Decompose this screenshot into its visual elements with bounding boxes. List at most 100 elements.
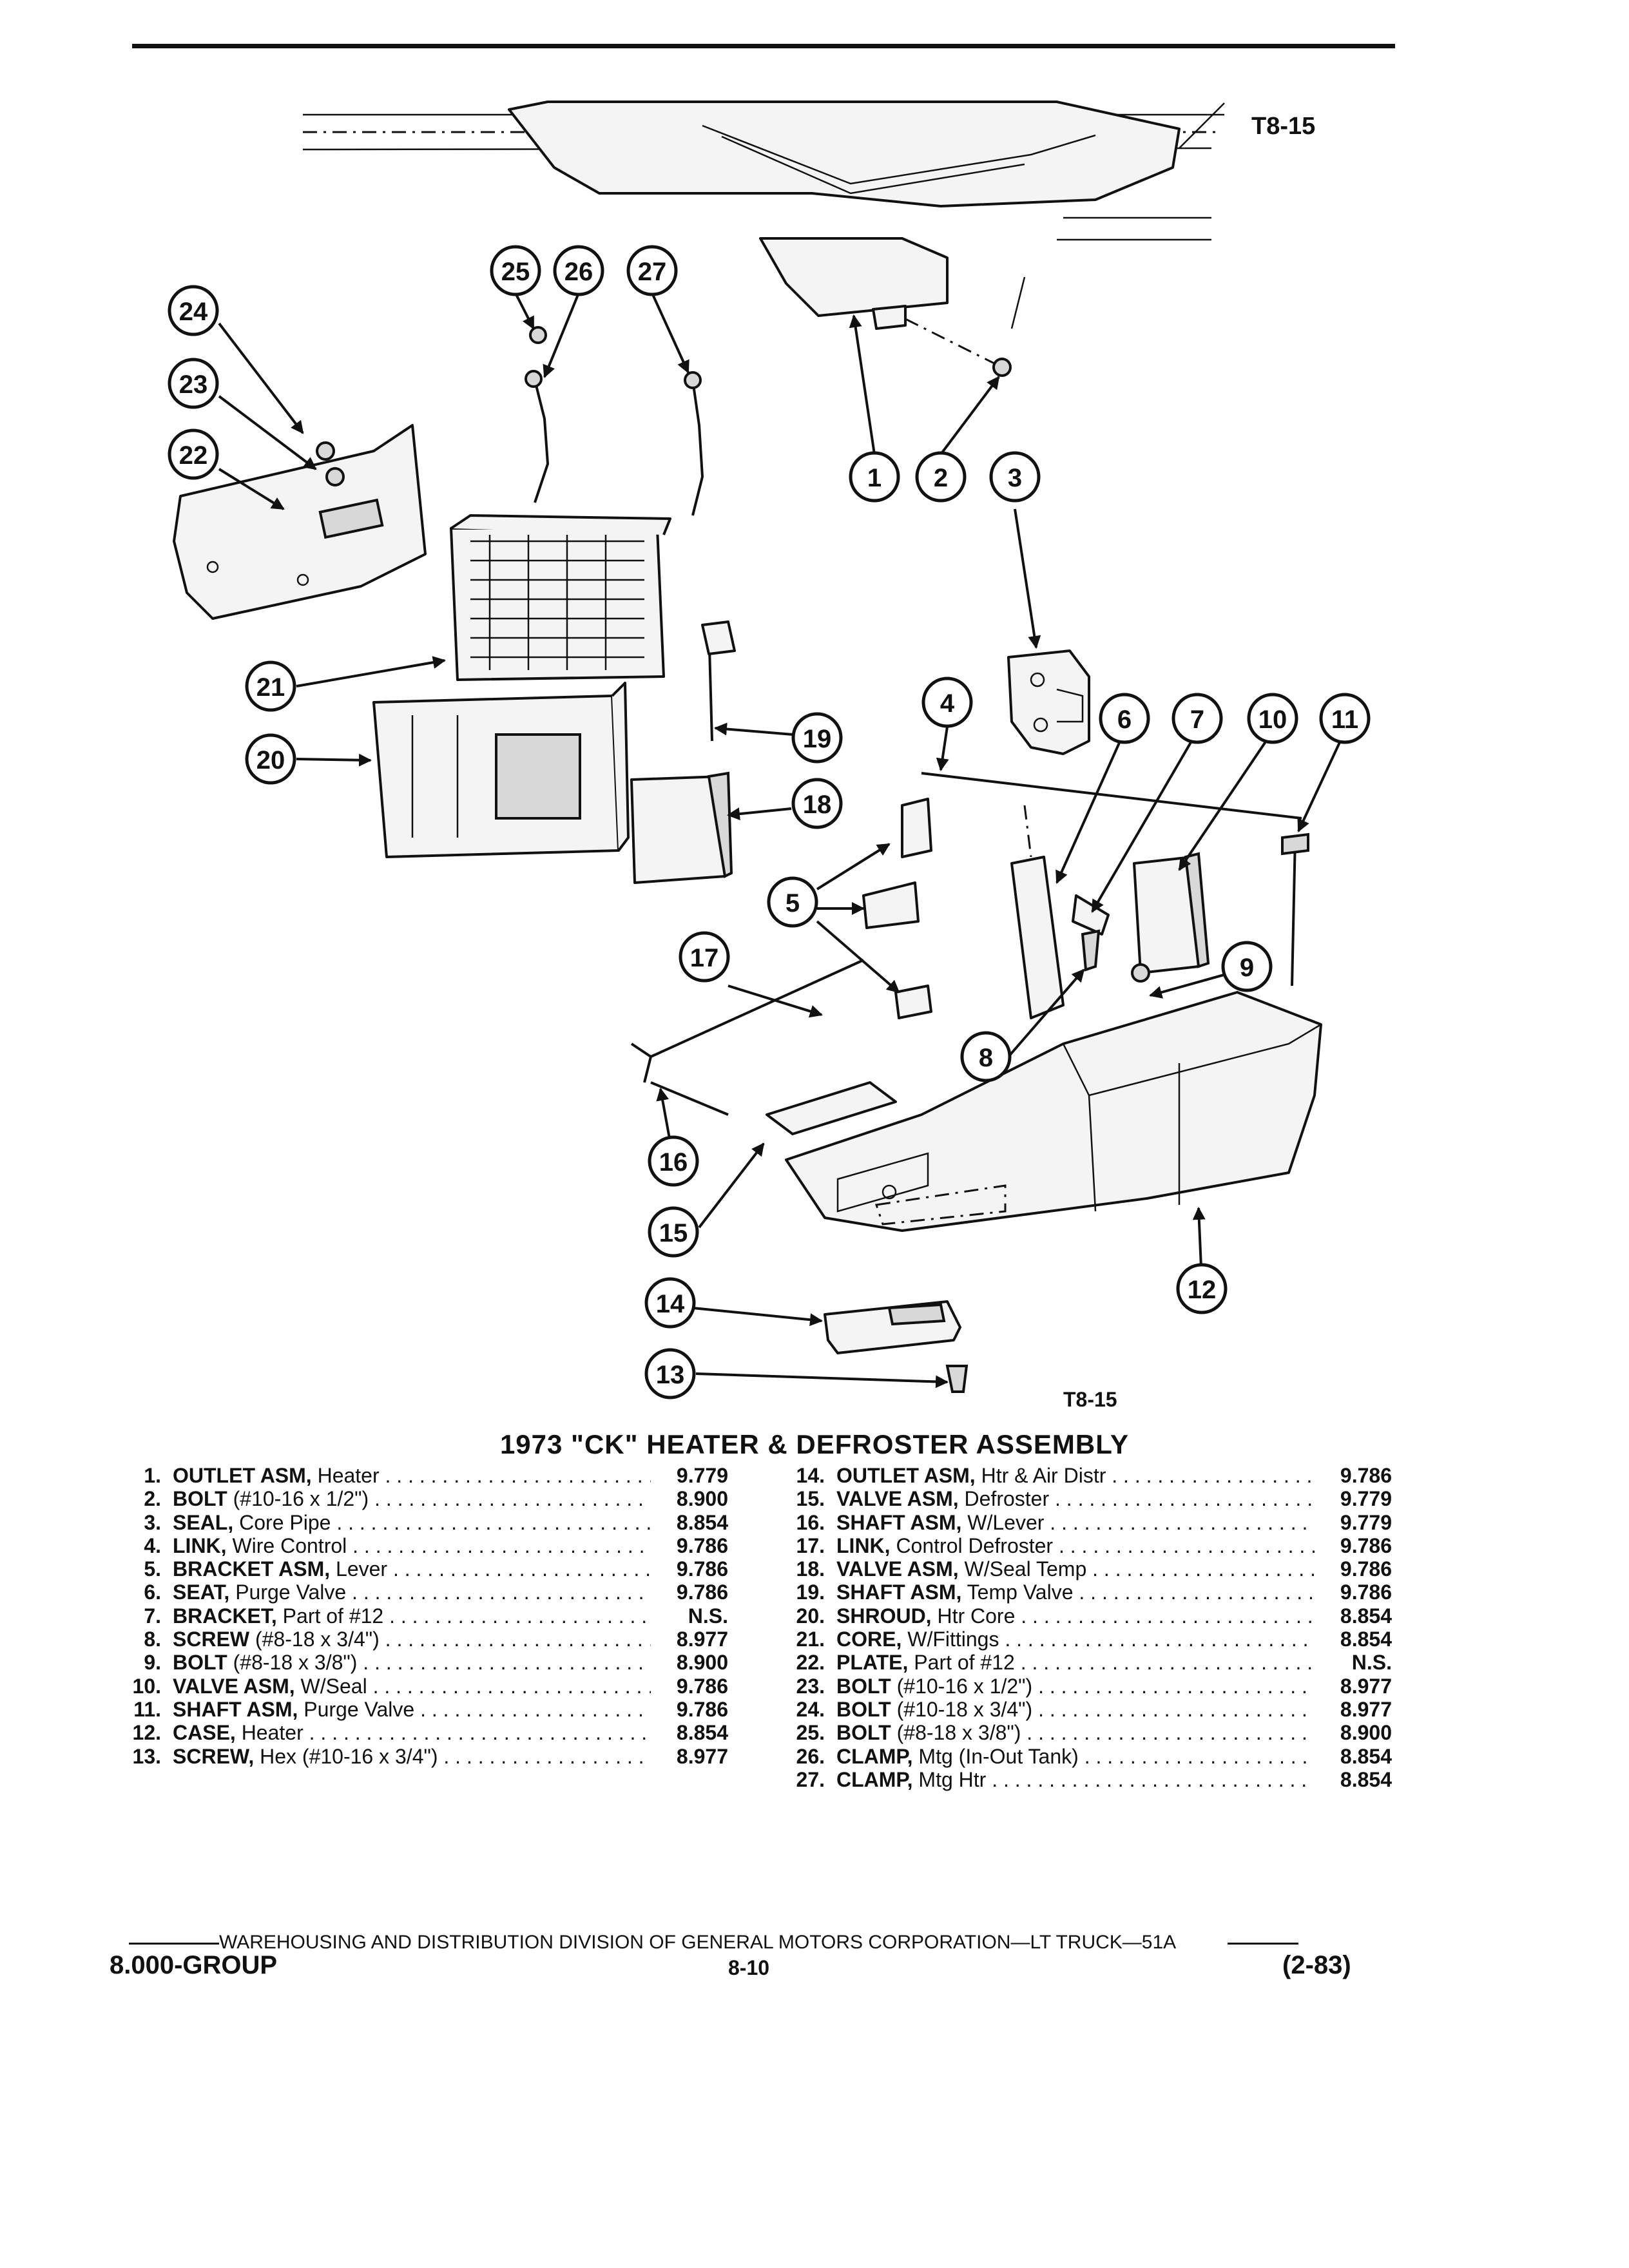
part-name-bold: CLAMP, (836, 1744, 913, 1768)
part-name-bold: CASE, (173, 1721, 236, 1745)
group-code: 8.854 (676, 1721, 728, 1745)
svg-text:8: 8 (979, 1044, 993, 1072)
leader-dots: . . . . . . . . . . . . . . . . . . . . … (420, 1697, 651, 1721)
part-name: BOLT (#8-18 x 3/8") . . . . . . . . . . … (836, 1721, 1315, 1744)
group-code: 9.779 (1340, 1510, 1392, 1534)
part-name-bold: VALVE ASM, (173, 1674, 295, 1698)
part-description: W/Lever (961, 1510, 1045, 1534)
part-number: 16. (796, 1510, 825, 1534)
part-number: 15. (796, 1487, 825, 1511)
footer-date: (2-83) (1282, 1951, 1351, 1979)
part-description: Purge Valve (229, 1581, 347, 1604)
group-code: N.S. (688, 1604, 728, 1628)
callout-23: 23 (168, 358, 219, 409)
part-description: Purge Valve (298, 1697, 415, 1721)
part-name: PLATE, Part of #12 . . . . . . . . . . .… (836, 1651, 1315, 1674)
part-description: Htr & Air Distr (975, 1464, 1106, 1487)
group-code: 8.977 (1340, 1674, 1392, 1698)
parts-list-row: 13.SCREW, Hex (#10-16 x 3/4") . . . . . … (110, 1745, 728, 1768)
parts-list-row: 9.BOLT (#8-18 x 3/8") . . . . . . . . . … (110, 1651, 728, 1674)
part-number: 22. (796, 1651, 825, 1675)
part-name: BRACKET ASM, Lever . . . . . . . . . . .… (173, 1557, 651, 1581)
part-description: (#10-18 x 3/4") (891, 1697, 1033, 1721)
part-description: Hex (#10-16 x 3/4") (254, 1744, 438, 1768)
parts-list-row: 24.BOLT (#10-18 x 3/4") . . . . . . . . … (773, 1698, 1392, 1721)
part-description: (#8-18 x 3/4") (249, 1628, 380, 1651)
leader-dots: . . . . . . . . . . . . . . . . . . . . … (352, 1533, 651, 1557)
group-code: 8.900 (1340, 1721, 1392, 1745)
outlet-14 (824, 1300, 961, 1354)
parts-list-row: 2.BOLT (#10-16 x 1/2") . . . . . . . . .… (110, 1487, 728, 1510)
part-number: 8. (144, 1628, 161, 1651)
part-name-bold: BOLT (173, 1651, 227, 1675)
part-name-bold: LINK, (173, 1533, 227, 1557)
part-description: W/Seal Temp (958, 1557, 1087, 1581)
case-12 (785, 991, 1322, 1232)
part-number: 12. (132, 1721, 161, 1745)
parts-list-row: 20.SHROUD, Htr Core . . . . . . . . . . … (773, 1604, 1392, 1628)
footer-page-number: 8-10 (728, 1956, 770, 1979)
group-code: N.S. (1351, 1651, 1392, 1675)
callout-14: 14 (644, 1277, 696, 1329)
parts-list-row: 1.OUTLET ASM, Heater . . . . . . . . . .… (110, 1464, 728, 1487)
part-name: BOLT (#10-16 x 1/2") . . . . . . . . . .… (173, 1487, 651, 1510)
parts-list-right: 14.OUTLET ASM, Htr & Air Distr . . . . .… (773, 1464, 1392, 1791)
parts-list-row: 19.SHAFT ASM, Temp Valve . . . . . . . .… (773, 1581, 1392, 1604)
callout-21: 21 (245, 660, 296, 712)
part-name: SHAFT ASM, Temp Valve . . . . . . . . . … (836, 1581, 1315, 1604)
callout-11: 11 (1319, 693, 1371, 744)
group-code: 9.786 (676, 1674, 728, 1698)
svg-text:6: 6 (1117, 706, 1132, 734)
part-number: 17. (796, 1533, 825, 1557)
callout-26: 26 (553, 245, 604, 296)
callout-1: 1 (849, 451, 900, 503)
leader-dots: . . . . . . . . . . . . . . . . . . . . … (1050, 1510, 1315, 1534)
part-name: BRACKET, Part of #12 . . . . . . . . . .… (173, 1604, 651, 1628)
part-description: Control Defroster (890, 1533, 1054, 1557)
parts-list-row: 11.SHAFT ASM, Purge Valve . . . . . . . … (110, 1698, 728, 1721)
svg-text:15: 15 (659, 1219, 688, 1247)
part-name-bold: SHAFT ASM, (173, 1697, 298, 1721)
part-name: CORE, W/Fittings . . . . . . . . . . . .… (836, 1628, 1315, 1651)
part-number: 7. (144, 1604, 161, 1628)
seat-6-bracket-7 (1010, 805, 1110, 1019)
part-name-bold: SHAFT ASM, (836, 1581, 962, 1604)
footer-division: WAREHOUSING AND DISTRIBUTION DIVISION OF… (129, 1932, 1366, 1954)
callout-13: 13 (644, 1348, 696, 1399)
svg-text:20: 20 (256, 746, 285, 774)
svg-text:1: 1 (867, 464, 882, 492)
group-code: 8.854 (1340, 1628, 1392, 1651)
part-description: Lever (330, 1557, 388, 1581)
parts-list-row: 22. PLATE, Part of #12 . . . . . . . . . … (773, 1651, 1392, 1674)
leader-dots: . . . . . . . . . . . . . . . . . . . . … (1112, 1464, 1315, 1487)
svg-text:3: 3 (1008, 464, 1022, 492)
part-description: Heater (311, 1464, 380, 1487)
group-code: 9.786 (1340, 1533, 1392, 1557)
svg-text:10: 10 (1258, 706, 1287, 734)
svg-text:12: 12 (1188, 1276, 1217, 1304)
leader-dots: . . . . . . . . . . . . . . . . . . . . … (1021, 1604, 1315, 1628)
part-name: BOLT (#8-18 x 3/8") . . . . . . . . . . … (173, 1651, 651, 1674)
svg-text:9: 9 (1240, 954, 1254, 982)
svg-text:25: 25 (501, 258, 530, 286)
parts-list-row: 7. BRACKET, Part of #12 . . . . . . . . .… (110, 1604, 728, 1628)
svg-text:27: 27 (638, 258, 667, 286)
part-description: W/Fittings (901, 1628, 999, 1651)
part-name-bold: VALVE ASM, (836, 1557, 959, 1581)
part-name-bold: BOLT (173, 1487, 227, 1511)
link-17 (630, 959, 864, 1083)
figure-code-bottom: T8-15 (1063, 1388, 1117, 1411)
shaft-11 (1281, 832, 1309, 986)
part-number: 27. (796, 1767, 825, 1791)
leader-dots: . . . . . . . . . . . . . . . . . . . . … (1020, 1651, 1315, 1675)
callout-10: 10 (1247, 693, 1298, 744)
svg-text:2: 2 (934, 464, 948, 492)
callout-22: 22 (168, 428, 219, 480)
part-name-bold: SEAT, (173, 1581, 230, 1604)
part-name: BOLT (#10-18 x 3/4") . . . . . . . . . .… (836, 1698, 1315, 1721)
callout-15: 15 (648, 1206, 699, 1258)
part-number: 26. (796, 1744, 825, 1768)
callout-4: 4 (921, 677, 973, 728)
svg-text:21: 21 (256, 673, 285, 702)
